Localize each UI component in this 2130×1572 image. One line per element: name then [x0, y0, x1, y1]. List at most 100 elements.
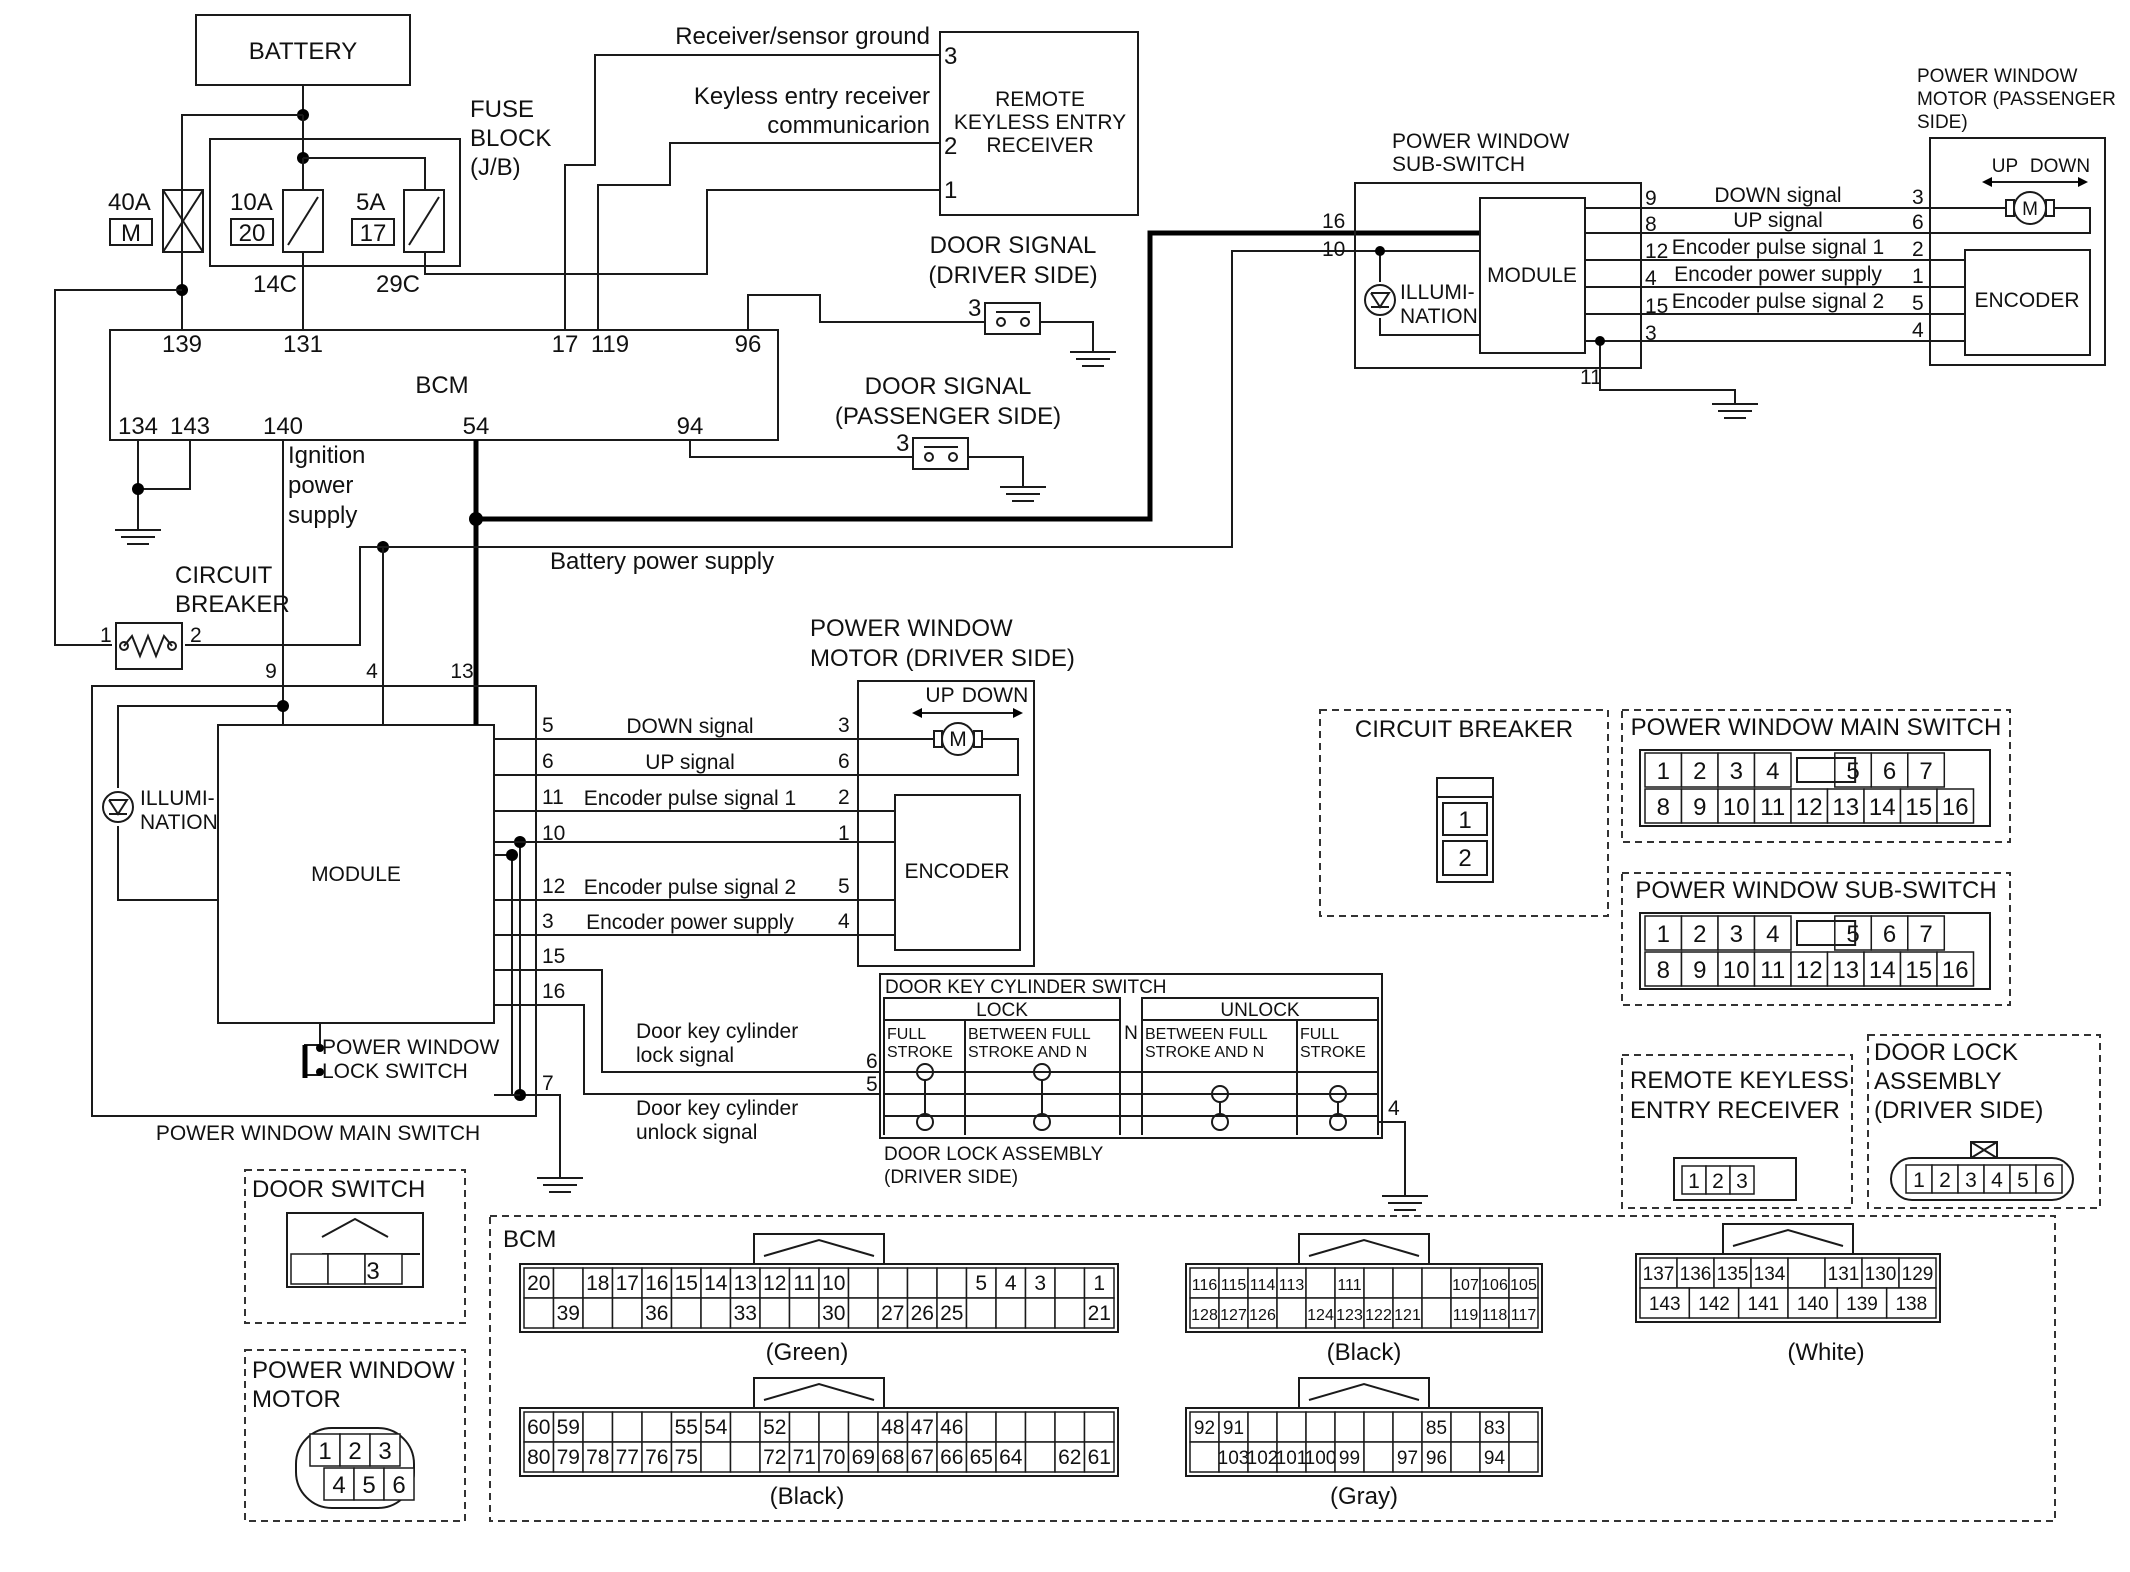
connector-pin-label: 60 [527, 1416, 550, 1439]
svg-text:STROKE: STROKE [1300, 1044, 1366, 1061]
connector-pin-label: 33 [734, 1302, 757, 1325]
connector-cell [759, 1297, 791, 1329]
svg-text:5: 5 [542, 714, 554, 737]
svg-text:LOCK: LOCK [976, 1000, 1028, 1021]
connector-pin-label: 78 [586, 1446, 609, 1469]
connector-cell [995, 1411, 1027, 1443]
svg-text:Encoder power supply: Encoder power supply [586, 911, 794, 934]
ground-door-lock [1382, 1195, 1428, 1211]
connector-pin-label: 138 [1895, 1294, 1927, 1315]
connector-pin-label: 4 [1991, 1169, 2003, 1192]
connector-pin-label: 3 [1730, 758, 1743, 785]
connector-pin-label: 61 [1088, 1446, 1111, 1469]
svg-text:6: 6 [866, 1050, 878, 1073]
svg-text:10: 10 [542, 822, 565, 845]
connector-cell [965, 1297, 997, 1329]
connector-cell [818, 1411, 850, 1443]
connector-cell [877, 1267, 909, 1299]
circuit-breaker: CIRCUIT BREAKER 1 2 [100, 562, 290, 670]
connector-pin-label: 124 [1307, 1307, 1334, 1324]
svg-text:(DRIVER SIDE): (DRIVER SIDE) [1874, 1097, 2043, 1124]
connector-pin-label: 123 [1336, 1307, 1363, 1324]
svg-text:2: 2 [1912, 238, 1924, 261]
connector-cell [1392, 1267, 1423, 1299]
connector-pin-label: 15 [1905, 957, 1932, 984]
connector-cell [1450, 1441, 1481, 1473]
svg-text:CIRCUIT: CIRCUIT [175, 562, 273, 589]
svg-text:3: 3 [1912, 186, 1924, 209]
svg-text:9: 9 [265, 660, 277, 683]
connector-cell [1276, 1411, 1307, 1443]
svg-text:1: 1 [1688, 1170, 1700, 1193]
ground-main-switch [537, 1177, 583, 1193]
connector-cell [1305, 1411, 1336, 1443]
connector-pin-label: 6 [2043, 1169, 2055, 1192]
connector-cell [1898, 1257, 1937, 1289]
connector-pin-label: 52 [763, 1416, 786, 1439]
svg-text:POWER WINDOW: POWER WINDOW [1917, 66, 2077, 87]
connector-cell [611, 1411, 643, 1443]
connector-latch-mark [1732, 1228, 1844, 1247]
connector-cell [1753, 788, 1792, 824]
connector-cell [1247, 1441, 1278, 1473]
connector-latch [1722, 1223, 1854, 1255]
connector-pin-label: 143 [1649, 1294, 1681, 1315]
svg-text:Encoder pulse signal 1: Encoder pulse signal 1 [584, 787, 796, 810]
connector-pin-label: 20 [527, 1272, 550, 1295]
connector-pin-label: 6 [1883, 758, 1896, 785]
connector-pin-label: 21 [1088, 1302, 1111, 1325]
fuse-10a: 10A 20 14C [230, 189, 324, 298]
svg-text:1: 1 [944, 177, 957, 204]
svg-text:6: 6 [1912, 211, 1924, 234]
ground-door-signal-driver [1070, 351, 1116, 367]
connector-pin-label: 4 [1766, 921, 1779, 948]
svg-text:SUB-SWITCH: SUB-SWITCH [1392, 153, 1525, 176]
connector-pin-label: 14 [1869, 794, 1896, 821]
svg-text:15: 15 [542, 945, 565, 968]
connector-pin-label: 12 [1796, 957, 1823, 984]
svg-text:17: 17 [552, 331, 579, 358]
connector-cell [1054, 1297, 1086, 1329]
connector-cell [1218, 1441, 1249, 1473]
svg-text:134: 134 [118, 413, 158, 440]
connector-cell [877, 1297, 909, 1329]
connector-pin-label: 117 [1511, 1307, 1537, 1324]
connector-pin-label: 25 [940, 1302, 963, 1325]
svg-text:ASSEMBLY: ASSEMBLY [1874, 1068, 2002, 1095]
connector-cell [1421, 1441, 1452, 1473]
svg-text:12: 12 [1645, 240, 1668, 263]
connector-pin-label: 10 [822, 1272, 845, 1295]
svg-text:STROKE: STROKE [887, 1044, 953, 1061]
connector-pin-label: 3 [1034, 1272, 1046, 1295]
connector-cell [1936, 788, 1975, 824]
connector-cell [788, 1411, 820, 1443]
connector-pin-label: 92 [1194, 1418, 1215, 1439]
svg-text:13: 13 [450, 660, 473, 683]
connector-cell [1334, 1267, 1365, 1299]
svg-text:54: 54 [463, 413, 490, 440]
connector-pin-label: 68 [881, 1446, 904, 1469]
connector-cell [641, 1411, 673, 1443]
connector-cell [1334, 1297, 1365, 1329]
svg-text:MOTOR: MOTOR [252, 1386, 341, 1413]
svg-text:POWER WINDOW: POWER WINDOW [322, 1036, 499, 1059]
connector-pin-label: 16 [1942, 957, 1969, 984]
label-receiver-ground: Receiver/sensor ground [675, 23, 930, 50]
connector-pin-label: 106 [1481, 1277, 1508, 1294]
svg-text:2: 2 [190, 624, 202, 647]
svg-text:14C: 14C [253, 271, 297, 298]
connector-cell [670, 1297, 702, 1329]
connector-cell [670, 1411, 702, 1443]
svg-text:3: 3 [1645, 322, 1657, 345]
connector-pin-label: 2 [1693, 758, 1706, 785]
connector-pin-label: 114 [1250, 1277, 1276, 1294]
svg-text:POWER WINDOW MAIN SWITCH: POWER WINDOW MAIN SWITCH [1631, 714, 2002, 741]
svg-text:4: 4 [366, 660, 378, 683]
svg-text:Encoder power supply: Encoder power supply [1674, 263, 1882, 286]
svg-text:ILLUMI-: ILLUMI- [1400, 281, 1475, 304]
svg-text:6: 6 [542, 750, 554, 773]
connector-pin-label: 15 [1905, 794, 1932, 821]
connector-cell [965, 1267, 997, 1299]
